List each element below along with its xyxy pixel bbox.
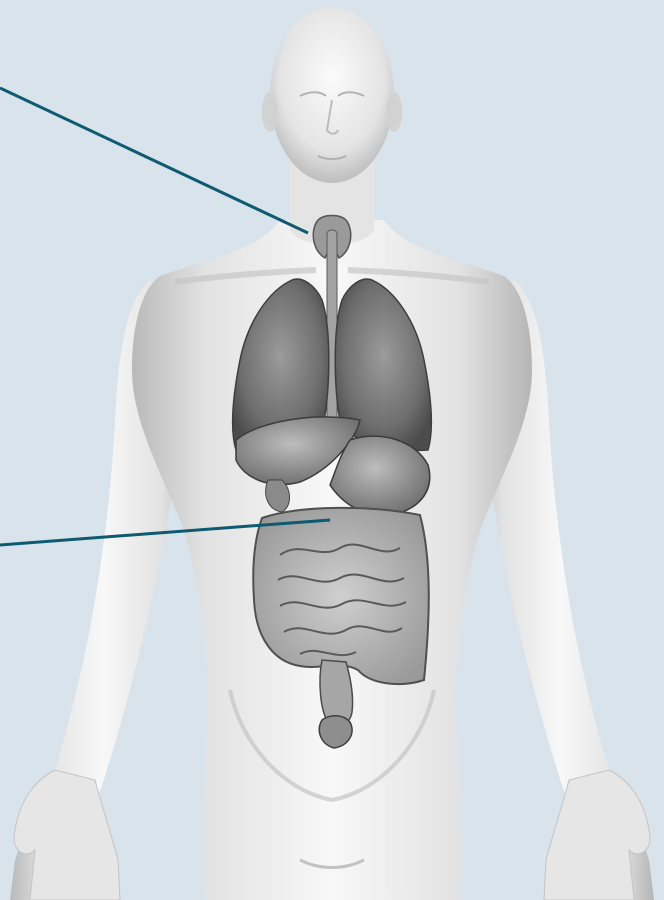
head: [270, 7, 394, 183]
right-ear: [386, 92, 402, 132]
large-intestine: [253, 508, 428, 684]
left-ear: [262, 92, 278, 132]
